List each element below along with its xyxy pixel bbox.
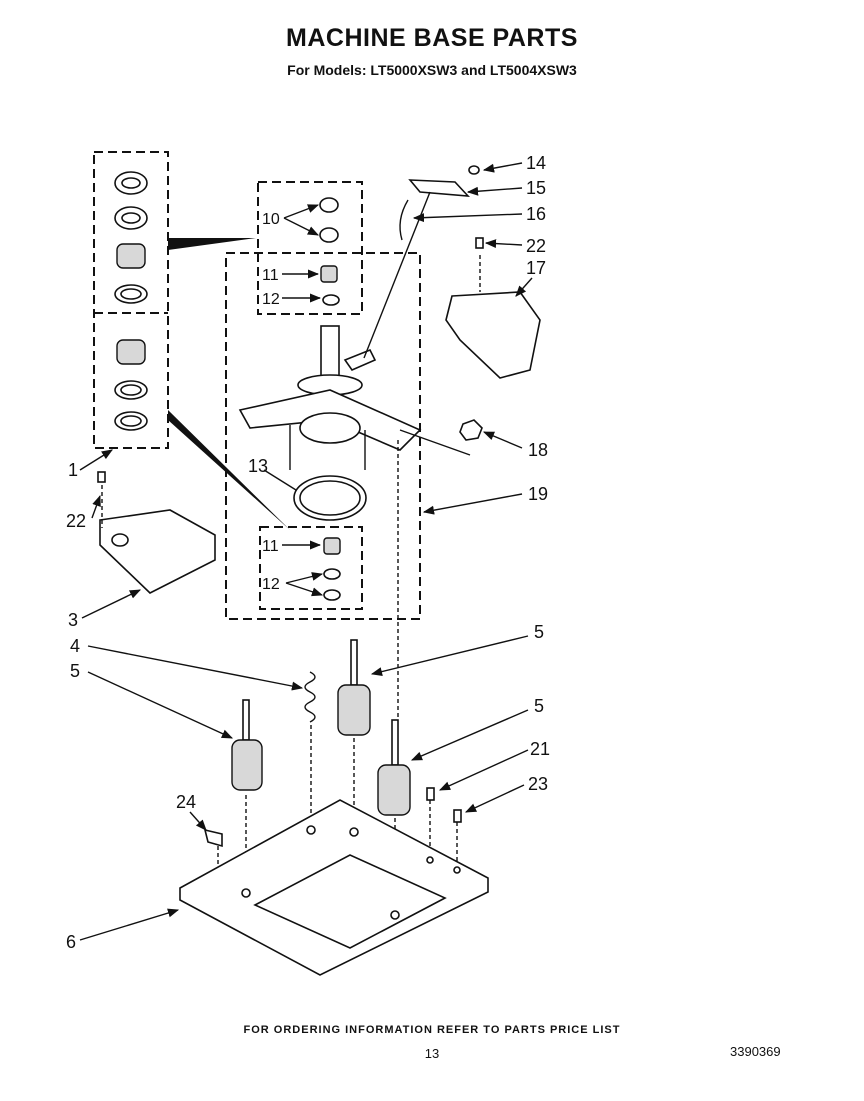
callout-11-lower: 11 xyxy=(262,538,279,555)
machine-base xyxy=(179,799,489,976)
callout-14: 14 xyxy=(526,153,546,173)
ordering-info-footer: FOR ORDERING INFORMATION REFER TO PARTS … xyxy=(243,1024,621,1036)
callout-19: 19 xyxy=(528,484,548,504)
callout-15: 15 xyxy=(526,178,546,198)
callout-12-lower: 12 xyxy=(262,576,280,593)
document-number: 3390369 xyxy=(730,1044,781,1059)
cover-3 xyxy=(97,471,216,594)
upper-bearing-parts xyxy=(319,197,340,306)
lower-bearing-box xyxy=(259,526,363,610)
lower-bearing-parts xyxy=(323,537,341,601)
callout-13: 13 xyxy=(248,456,268,476)
damper-center xyxy=(337,639,371,830)
callout-5-left: 5 xyxy=(70,661,80,681)
bearing-kit-box xyxy=(93,151,169,449)
callout-5-right: 5 xyxy=(534,696,544,716)
callout-4: 4 xyxy=(70,636,80,656)
callout-23: 23 xyxy=(528,774,548,794)
callout-10: 10 xyxy=(262,211,280,228)
upper-bearing-box xyxy=(257,181,363,315)
bearing-kit-parts xyxy=(114,171,148,431)
callout-24: 24 xyxy=(176,792,196,812)
callout-1: 1 xyxy=(68,460,78,480)
leader-lines xyxy=(79,162,533,941)
kit-pointer-lower xyxy=(168,410,290,530)
callout-18: 18 xyxy=(528,440,548,460)
gearcase-assembly xyxy=(238,325,422,470)
callout-6: 6 xyxy=(66,932,76,952)
screws-21-23 xyxy=(426,787,462,868)
page-title: MACHINE BASE PARTS xyxy=(286,24,578,52)
callout-21: 21 xyxy=(530,739,550,759)
callout-12-upper: 12 xyxy=(262,291,280,308)
callout-16: 16 xyxy=(526,204,546,224)
callout-22-lower: 22 xyxy=(66,511,86,531)
callout-11-upper: 11 xyxy=(262,267,279,284)
kit-pointer-upper xyxy=(168,238,256,250)
callout-22-upper: 22 xyxy=(526,236,546,256)
spring-4 xyxy=(304,671,316,826)
page-subtitle: For Models: LT5000XSW3 and LT5004XSW3 xyxy=(287,62,577,78)
nut-18 xyxy=(399,419,483,456)
page-number: 13 xyxy=(424,1046,440,1061)
callout-3: 3 xyxy=(68,610,78,630)
callout-5-center: 5 xyxy=(534,622,544,642)
callout-17: 17 xyxy=(526,258,546,278)
